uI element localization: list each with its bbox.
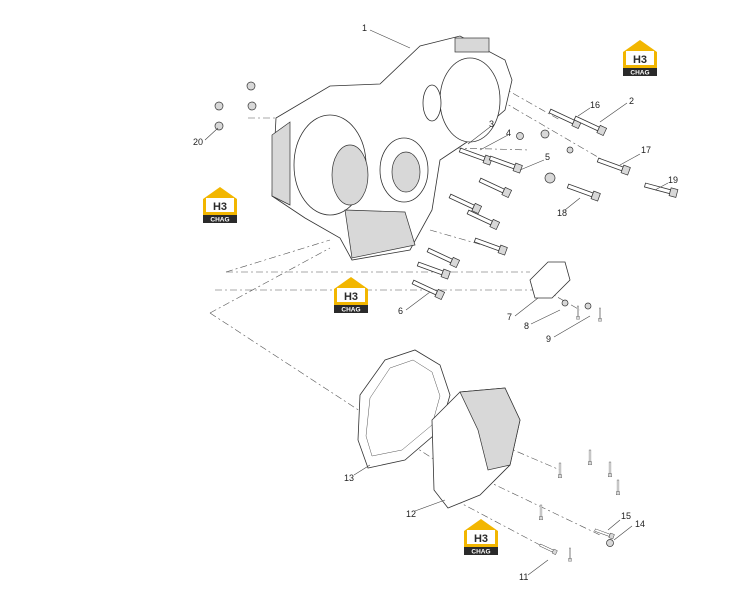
callout-12: 12 [406, 509, 416, 519]
callout-18: 18 [557, 208, 567, 218]
watermark-logo: H3 CHAG [464, 519, 498, 556]
gasket [357, 349, 451, 469]
callout-19: 19 [668, 175, 678, 185]
svg-text:CHAG: CHAG [630, 70, 649, 77]
cover-plate [431, 387, 521, 509]
callout-13: 13 [344, 473, 354, 483]
callout-6: 6 [398, 306, 403, 316]
callout-4: 4 [506, 128, 511, 138]
leader-lines [204, 29, 669, 576]
svg-text:CHAG: CHAG [210, 217, 229, 224]
callout-20: 20 [193, 137, 203, 147]
callout-11: 11 [519, 572, 528, 582]
callout-1: 1 [362, 23, 367, 33]
callout-2: 2 [629, 96, 634, 106]
callout-16: 16 [590, 100, 600, 110]
main-housing [271, 35, 513, 261]
svg-text:CHAG: CHAG [341, 307, 360, 314]
small-cover [529, 261, 571, 299]
callout-8: 8 [524, 321, 529, 331]
bolts-lower [538, 305, 620, 562]
nuts-washers [214, 81, 592, 310]
callout-9: 9 [546, 334, 551, 344]
svg-text:H3: H3 [213, 201, 227, 213]
watermark-logo: H3 CHAG [623, 40, 657, 77]
watermark-logo: H3 CHAG [334, 277, 368, 314]
callout-15: 15 [621, 511, 631, 521]
svg-text:H3: H3 [633, 54, 647, 66]
callout-17: 17 [641, 145, 651, 155]
callout-5: 5 [545, 152, 550, 162]
callout-7: 7 [507, 312, 512, 322]
svg-text:H3: H3 [474, 533, 488, 545]
callout-labels: 1 2 3 4 5 6 7 8 9 11 12 13 14 15 16 17 1… [193, 23, 678, 582]
svg-text:H3: H3 [344, 291, 358, 303]
callout-3: 3 [489, 119, 494, 129]
watermark-logo: H3 CHAG [203, 187, 237, 224]
svg-text:CHAG: CHAG [471, 549, 490, 556]
callout-14: 14 [635, 519, 645, 529]
